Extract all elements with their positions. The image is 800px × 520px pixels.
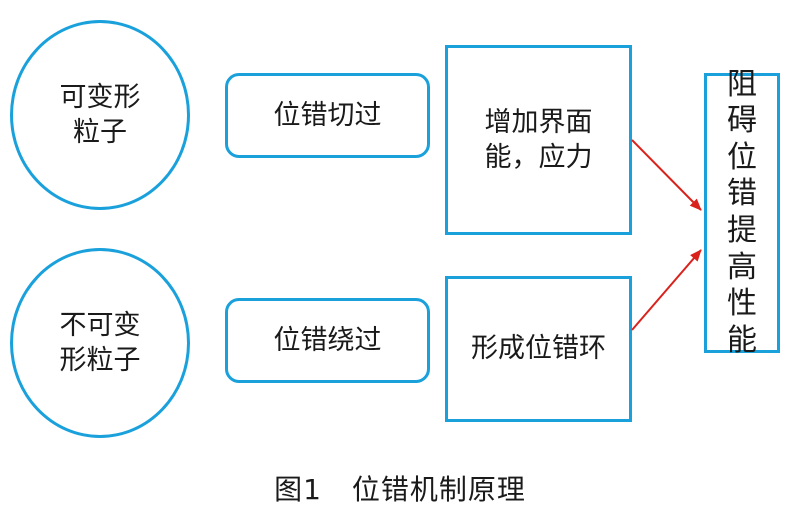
deformable-particle-line2: 粒子 — [73, 117, 127, 148]
dislocation-cut-through-node: 位错切过 — [225, 73, 430, 158]
dislocation-bypass-label: 位错绕过 — [273, 324, 382, 356]
figure-title: 位错机制原理 — [351, 473, 526, 506]
figure-number: 图1 — [274, 473, 322, 506]
arrow-loop-to-result — [631, 249, 702, 331]
form-dislocation-loop-node: 形成位错环 — [445, 276, 632, 422]
result-node: 阻碍位错提高性能 — [704, 67, 780, 358]
figure-caption: 图1 位错机制原理 — [0, 468, 800, 508]
increase-energy-line1: 增加界面 — [484, 106, 593, 138]
deformable-particle-node: 可变形 粒子 — [10, 20, 190, 210]
dislocation-cut-through-label: 位错切过 — [273, 99, 382, 131]
increase-interface-energy-node: 增加界面 能，应力 — [445, 45, 632, 235]
result-label: 阻碍位错提高性能 — [727, 66, 757, 358]
form-dislocation-loop-label: 形成位错环 — [471, 333, 606, 365]
increase-energy-line2: 能，应力 — [484, 142, 593, 173]
non-deformable-particle-line2: 形粒子 — [59, 345, 141, 376]
arrow-energy-to-result — [631, 139, 702, 211]
non-deformable-particle-node: 不可变 形粒子 — [10, 248, 190, 438]
non-deformable-particle-line1: 不可变 — [59, 309, 141, 341]
dislocation-bypass-node: 位错绕过 — [225, 298, 430, 383]
deformable-particle-line1: 可变形 — [59, 81, 141, 113]
